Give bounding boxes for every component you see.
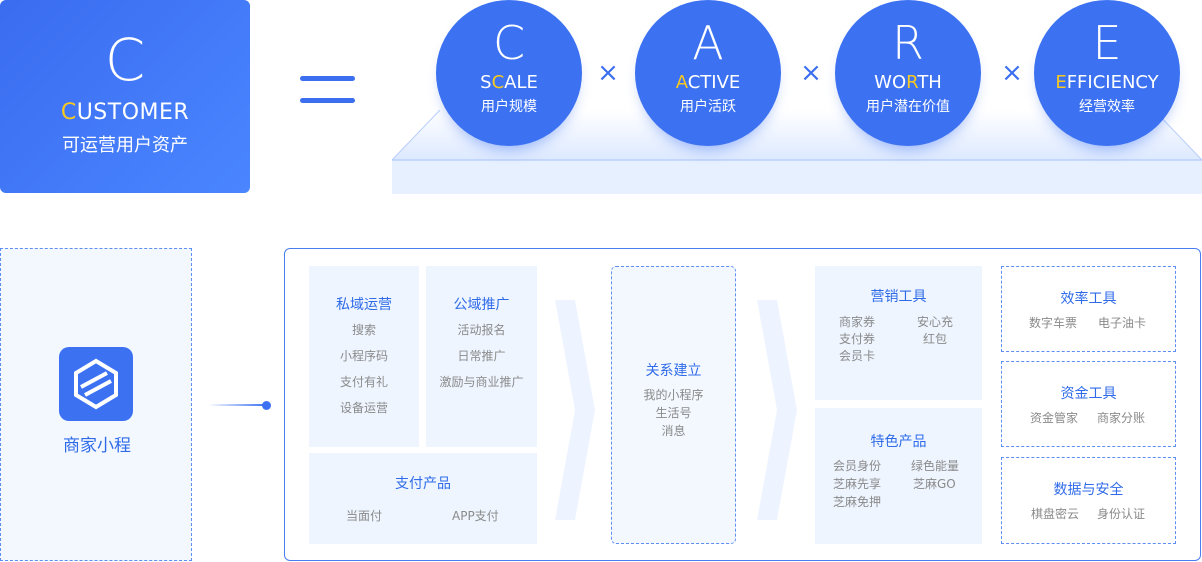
list-item: 红包 [923, 332, 948, 346]
list-item: 会员卡 [839, 349, 876, 363]
list-item: 绿色能量 [911, 459, 960, 473]
list-item: APP支付 [452, 509, 499, 523]
word-highlight: C [60, 100, 77, 125]
factor-cn: 用户活跃 [680, 99, 736, 115]
list-item: 支付有礼 [339, 375, 388, 389]
factor-letter: C [492, 16, 526, 70]
flow-arrow [555, 300, 595, 520]
factor-word: SCALE [436, 72, 582, 93]
factor-circle: E EFFICIENCY 经营效率 [1034, 0, 1180, 146]
list-item: 芝麻免押 [833, 495, 882, 509]
mini-program-icon[interactable] [59, 347, 133, 421]
public-domain-box: 公域推广 活动报名日常推广激励与商业推广 [426, 266, 537, 447]
box-title: 公域推广 [453, 297, 510, 313]
box-title: 营销工具 [870, 289, 927, 305]
factor-letter: A [692, 16, 724, 70]
merchant-panel: 商家小程 [0, 248, 192, 561]
factor-word-part: FFICIENCY [1066, 72, 1159, 93]
merchant-label: 商家小程 [63, 436, 131, 456]
factor-cn: 用户潜在价值 [866, 99, 950, 115]
factor-word-part: WO [874, 72, 907, 93]
list-item: 电子油卡 [1098, 316, 1147, 330]
list-item: 我的小程序 [643, 388, 704, 402]
list-item: 商家券 [839, 315, 876, 329]
capabilities-frame [284, 248, 1201, 561]
times-icon: × [800, 58, 822, 88]
list-item: 棋盘密云 [1031, 507, 1080, 521]
factor-word-part: ALE [504, 72, 538, 93]
connector-line [208, 404, 266, 406]
list-item: 数字车票 [1029, 316, 1078, 330]
data-security-box: 数据与安全 棋盘密云 身份认证 [1001, 457, 1176, 544]
box-title: 数据与安全 [1053, 482, 1124, 498]
factor-word: ACTIVE [635, 72, 781, 93]
factor-word-part: S [480, 72, 492, 93]
factor-word-part: TH [917, 72, 942, 93]
times-icon: × [597, 58, 619, 88]
private-domain-box: 私域运营 搜索小程序码支付有礼设备运营 [309, 266, 419, 447]
efficiency-tools-box: 效率工具 数字车票 电子油卡 [1001, 266, 1176, 352]
word-rest: USTOMER [76, 100, 190, 125]
factor-word: WORTH [835, 72, 981, 93]
box-title: 效率工具 [1060, 291, 1117, 307]
payment-box: 支付产品 当面付 APP支付 [309, 453, 537, 544]
customer-word: CUSTOMER [0, 100, 250, 125]
factor-letter: R [892, 16, 924, 70]
list-item: 激励与商业推广 [439, 375, 524, 389]
factor-word-part: R [906, 72, 918, 93]
relation-box: 关系建立 我的小程序生活号消息 [611, 266, 736, 544]
list-item: 资金管家 [1030, 411, 1079, 425]
factor-letter: E [1092, 16, 1122, 70]
platform [392, 110, 1202, 194]
times-icon: × [1001, 58, 1023, 88]
list-item: 安心充 [917, 315, 954, 329]
list-item: 芝麻先享 [833, 477, 882, 491]
list-item: 生活号 [655, 406, 692, 420]
list-item: 日常推广 [457, 349, 506, 363]
factor-cn: 经营效率 [1079, 99, 1135, 115]
factor-cn: 用户规模 [481, 99, 537, 115]
flow-arrow [757, 300, 797, 520]
factor-circle: C SCALE 用户规模 [436, 0, 582, 146]
equals-bar-top [300, 76, 355, 81]
box-title: 资金工具 [1060, 386, 1117, 402]
box-title: 支付产品 [395, 476, 451, 492]
box-title: 关系建立 [645, 363, 702, 379]
list-item: 支付券 [839, 332, 876, 346]
box-title: 特色产品 [870, 434, 927, 450]
list-item: 芝麻GO [913, 477, 956, 491]
marketing-tools-box: 营销工具 商家券 安心充 支付券 红包 会员卡 [815, 266, 982, 400]
funds-tools-box: 资金工具 资金管家 商家分账 [1001, 361, 1176, 447]
list-item: 消息 [661, 424, 686, 438]
factor-word-part: A [675, 72, 688, 93]
list-item: 小程序码 [339, 349, 388, 363]
factor-word-part: E [1055, 72, 1067, 93]
factor-word-part: CTIVE [687, 72, 741, 93]
list-item: 身份认证 [1097, 507, 1146, 521]
list-item: 活动报名 [457, 323, 506, 337]
connector-dot [262, 401, 271, 410]
customer-subtitle: 可运营用户资产 [62, 135, 188, 156]
box-title: 私域运营 [336, 297, 392, 313]
equals-bar-bottom [300, 98, 355, 103]
featured-products-box: 特色产品 会员身份 绿色能量 芝麻先享 芝麻GO 芝麻免押 [815, 408, 982, 544]
factor-circle: R WORTH 用户潜在价值 [835, 0, 981, 146]
list-item: 商家分账 [1097, 411, 1146, 425]
list-item: 设备运营 [339, 401, 388, 415]
customer-card: C CUSTOMER 可运营用户资产 [0, 0, 250, 193]
factor-word-part: C [491, 72, 505, 93]
list-item: 当面付 [346, 509, 383, 523]
factor-word: EFFICIENCY [1034, 72, 1180, 93]
list-item: 会员身份 [833, 459, 882, 473]
list-item: 搜索 [351, 323, 376, 337]
factor-circle: A ACTIVE 用户活跃 [635, 0, 781, 146]
customer-letter: C [104, 26, 146, 94]
